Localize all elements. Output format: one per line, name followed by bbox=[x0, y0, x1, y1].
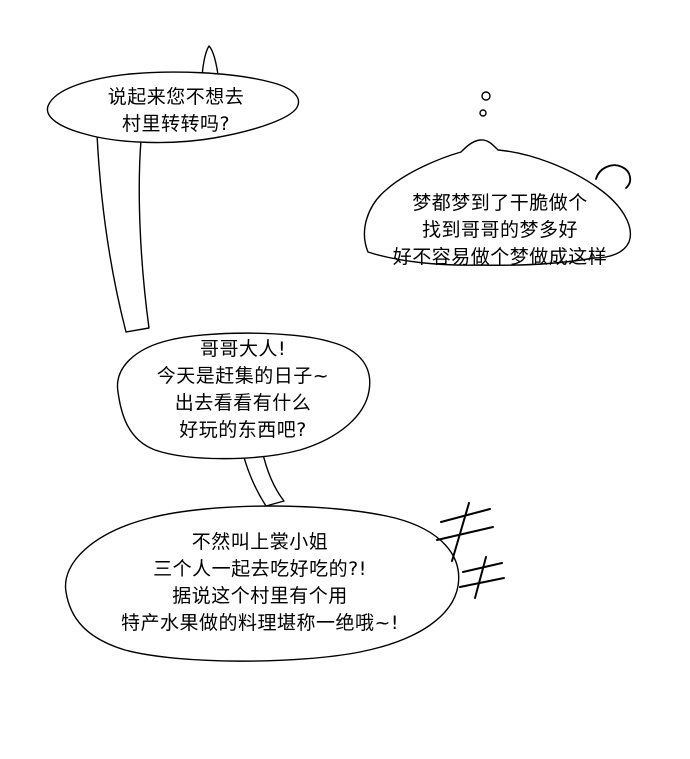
speech-bubble-2-text: 哥哥大人! 今天是赶集的日子~ 出去看看有什么 好玩的东西吧? bbox=[156, 338, 330, 441]
emphasis-scribble-icon bbox=[436, 502, 505, 599]
thought-dot-small bbox=[481, 91, 491, 101]
thought-dot-tiny bbox=[479, 109, 487, 117]
speech-bubble-2-tail bbox=[241, 449, 285, 507]
speech-bubble-3-outline bbox=[64, 505, 460, 662]
speech-bubble-1-outline bbox=[46, 71, 300, 144]
ear-curl-icon bbox=[595, 164, 632, 189]
thought-bubble-1-text: 梦都梦到了干脆做个 找到哥哥的梦多好 好不容易做个梦做成这样 bbox=[392, 192, 608, 268]
speech-bubble-1-tail bbox=[96, 133, 150, 333]
thought-bubble-outline bbox=[363, 139, 631, 266]
speech-bubble-3-text: 不然叫上裳小姐 三个人一起去吃好吃的?! 据说这个村里有个用 特产水果做的料理堪… bbox=[120, 531, 400, 634]
speech-bubble-1-text: 说起来您不想去 村里转转吗? bbox=[107, 86, 245, 135]
speech-bubble-2-outline bbox=[116, 332, 371, 460]
